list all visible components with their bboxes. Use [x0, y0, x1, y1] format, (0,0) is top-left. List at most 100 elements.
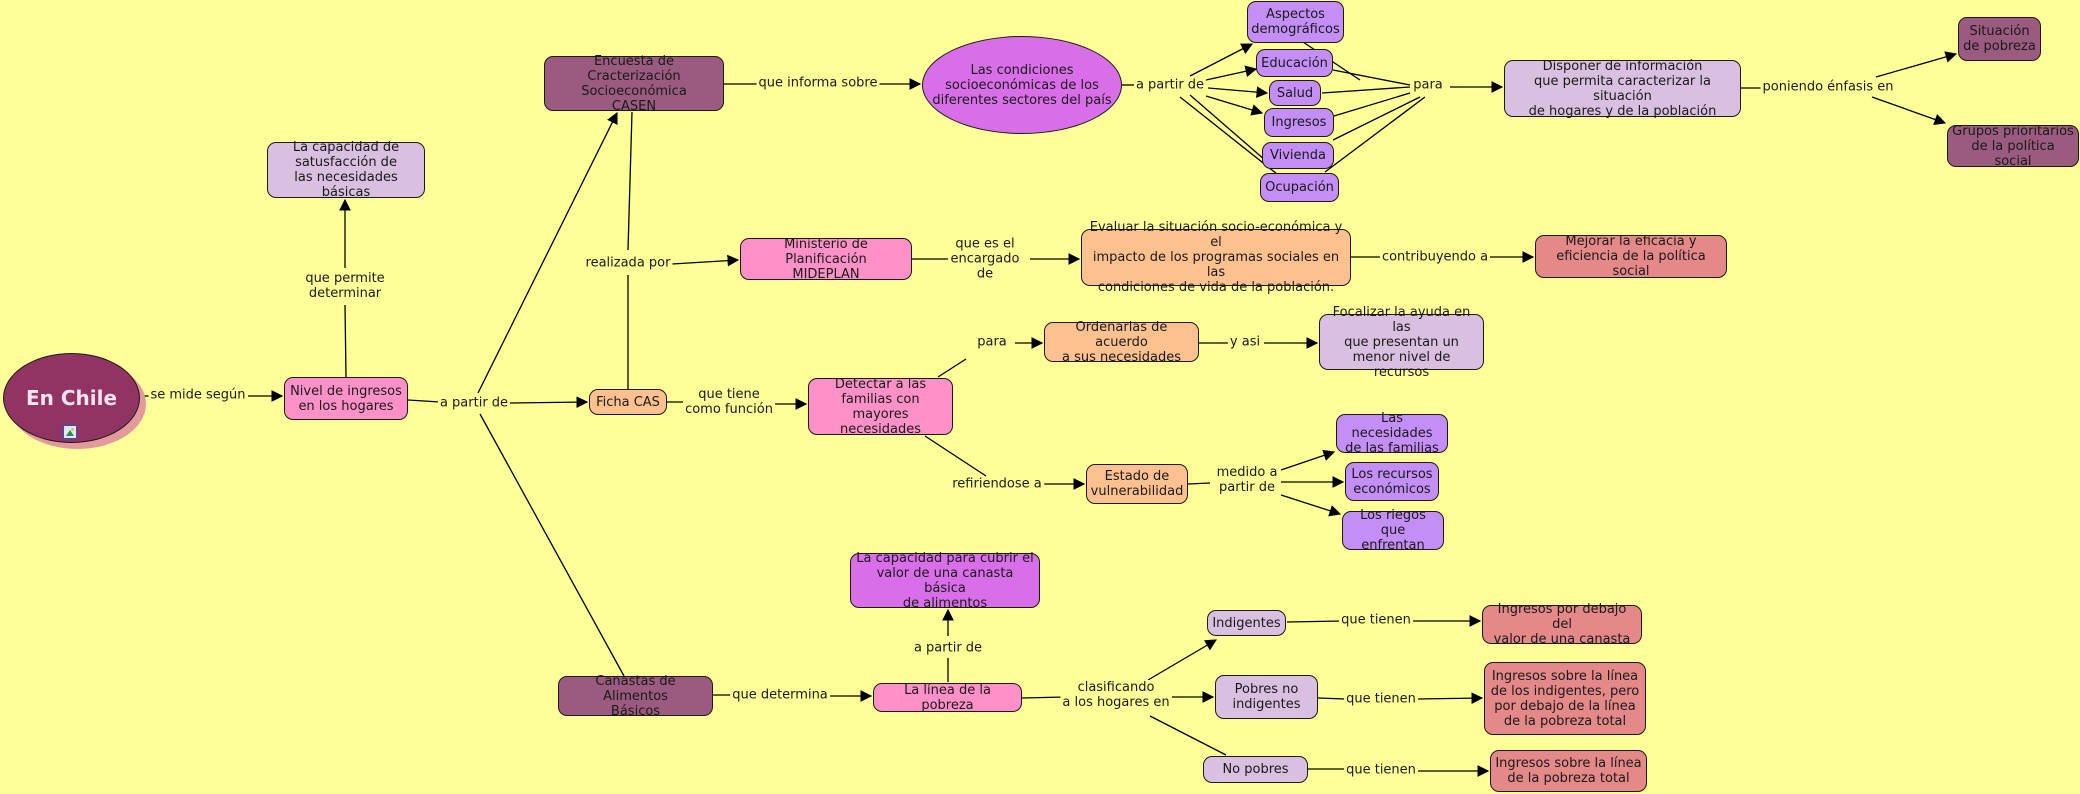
link-label-contribuyendo-a[interactable]: contribuyendo a — [1379, 249, 1491, 265]
link-label-a-partir-de[interactable]: a partir de — [911, 640, 985, 656]
link-label-que-permite-determinar[interactable]: que permite determinar — [303, 271, 387, 301]
node-label: Ingresos sobre la línea de los indigente… — [1490, 668, 1640, 729]
link-label-realizada-por[interactable]: realizada por — [583, 255, 673, 271]
node-indigentes[interactable]: Indigentes — [1207, 610, 1286, 636]
node-label: Encuesta de Cracterización Socioeconómic… — [581, 53, 687, 114]
node-ingresos-sobre-indigentes[interactable]: Ingresos sobre la línea de los indigente… — [1484, 662, 1646, 735]
node-label: Ordenarlas de acuerdo a sus necesidades — [1061, 319, 1182, 365]
link-line — [924, 435, 987, 477]
link-line — [1332, 96, 1421, 141]
link-label-a-partir-de[interactable]: a partir de — [1133, 77, 1207, 93]
link-label-refiriendose-a[interactable]: refiriendose a — [950, 476, 1044, 492]
node-ficha-cas[interactable]: Ficha CAS — [589, 389, 667, 415]
node-focalizar[interactable]: Focalizar la ayuda en las que presentan … — [1319, 305, 1484, 380]
link-arrow — [1875, 51, 1958, 78]
link-arrow — [1871, 96, 1947, 125]
root-node-label: En Chile — [25, 385, 118, 410]
node-label: La capacidad de satusfacción de las nece… — [292, 140, 400, 200]
link-label-que-informa-sobre[interactable]: que informa sobre — [756, 75, 880, 91]
link-arrow — [1189, 43, 1254, 77]
node-label: Las necesidades de las familias — [1345, 411, 1439, 456]
node-no-pobres[interactable]: No pobres — [1203, 756, 1308, 783]
node-ocupacion[interactable]: Ocupación — [1260, 173, 1339, 202]
node-detectar[interactable]: Detectar a las familias con mayores nece… — [808, 376, 953, 437]
node-label: Ingresos por debajo del valor de una can… — [1493, 602, 1631, 647]
node-label: Grupos prioritarios de la política socia… — [1952, 123, 2074, 169]
node-riegos[interactable]: Los riegos que enfrentan — [1342, 508, 1444, 553]
link-line — [1317, 697, 1346, 700]
link-line — [1332, 69, 1411, 86]
node-ingresos[interactable]: Ingresos — [1264, 108, 1334, 137]
link-line — [479, 413, 625, 677]
node-condiciones[interactable]: Las condiciones socioeconómicas de los d… — [922, 36, 1122, 134]
node-canastas[interactable]: Canastas de Alimentos Básicos — [558, 674, 713, 719]
link-arrow — [1207, 86, 1269, 98]
node-label: Los recursos económicos — [1351, 466, 1433, 497]
node-pobres-no-indigentes[interactable]: Pobres no indigentes — [1215, 675, 1318, 719]
node-grupos-prioritarios[interactable]: Grupos prioritarios de la política socia… — [1947, 123, 2079, 169]
node-label: Nivel de ingresos en los hogares — [290, 383, 402, 414]
node-recursos-economicos[interactable]: Los recursos económicos — [1345, 462, 1439, 501]
link-label-para[interactable]: para — [1411, 77, 1445, 93]
image-attachment-icon[interactable] — [63, 425, 77, 439]
link-label-que-determina[interactable]: que determina — [730, 687, 830, 703]
link-label-que-tiene-funcion[interactable]: que tiene como función — [683, 387, 775, 417]
node-label: Vivienda — [1270, 148, 1326, 163]
node-label: Pobres no indigentes — [1232, 682, 1301, 712]
link-label-y-asi[interactable]: y asi — [1227, 334, 1263, 350]
link-label-clasificando[interactable]: clasificando a los hogares en — [1060, 680, 1172, 710]
link-line — [1286, 620, 1343, 623]
node-mejorar[interactable]: Mejorar la eficacia y eficiencia de la p… — [1535, 234, 1727, 279]
node-label: Detectar a las familias con mayores nece… — [834, 376, 927, 437]
node-salud[interactable]: Salud — [1269, 80, 1321, 106]
link-arrow — [1280, 449, 1336, 471]
node-label: Focalizar la ayuda en las que presentan … — [1332, 304, 1471, 380]
node-label: Aspectos demográficos — [1251, 7, 1340, 37]
node-estado-vulnerabilidad[interactable]: Estado de vulnerabilidad — [1086, 464, 1188, 504]
link-label-que-tienen[interactable]: que tienen — [1344, 691, 1418, 707]
link-label-medido-a-partir[interactable]: medido a partir de — [1214, 465, 1280, 495]
node-ingresos-debajo[interactable]: Ingresos por debajo del valor de una can… — [1482, 602, 1642, 647]
link-label-que-es-encargado[interactable]: que es el encargado de — [948, 236, 1022, 282]
link-line — [344, 304, 347, 378]
node-nivel-ingresos[interactable]: Nivel de ingresos en los hogares — [284, 377, 408, 420]
node-label: Educación — [1261, 55, 1328, 71]
node-evaluar[interactable]: Evaluar la situación socio-económica y e… — [1081, 220, 1351, 295]
node-educacion[interactable]: Educación — [1256, 49, 1333, 77]
link-line — [1179, 96, 1278, 175]
node-aspectos[interactable]: Aspectos demográficos — [1247, 1, 1344, 43]
link-line — [1189, 94, 1266, 161]
node-necesidades-familias[interactable]: Las necesidades de las familias — [1336, 411, 1448, 456]
node-label: Evaluar la situación socio-económica y e… — [1089, 220, 1343, 295]
node-casen[interactable]: Encuesta de Cracterización Socioeconómic… — [544, 53, 724, 114]
link-label-que-tienen[interactable]: que tienen — [1339, 612, 1413, 628]
link-line — [1021, 696, 1066, 699]
link-line — [627, 111, 633, 251]
node-label: Disponer de información que permita cara… — [1528, 58, 1717, 119]
node-label: Ingresos sobre la línea de la pobreza to… — [1495, 756, 1642, 786]
node-linea-pobreza[interactable]: La línea de la pobreza — [873, 683, 1022, 713]
link-label-para[interactable]: para — [975, 334, 1009, 350]
link-label-se-mide-segun[interactable]: se mide según — [148, 387, 248, 403]
node-capacidad-canasta[interactable]: La capacidad para cubrir el valor de una… — [850, 551, 1040, 611]
link-line — [1333, 92, 1411, 117]
node-disponer[interactable]: Disponer de información que permita cara… — [1504, 58, 1741, 119]
node-label: Las condiciones socioeconómicas de los d… — [932, 62, 1112, 108]
link-line — [1149, 715, 1227, 756]
node-ministerio[interactable]: Ministerio de Planificación MIDEPLAN — [740, 237, 912, 282]
link-line — [937, 358, 967, 378]
node-label: Salud — [1276, 85, 1314, 101]
link-label-poniendo-enfasis[interactable]: poniendo énfasis en — [1760, 79, 1896, 95]
node-capacidad-satisfaccion[interactable]: La capacidad de satusfacción de las nece… — [267, 140, 425, 200]
link-line — [1321, 86, 1411, 94]
node-label: Estado de vulnerabilidad — [1090, 469, 1184, 499]
node-label: Ocupación — [1265, 180, 1334, 195]
node-label: Mejorar la eficacia y eficiencia de la p… — [1556, 234, 1706, 279]
node-ingresos-sobre-total[interactable]: Ingresos sobre la línea de la pobreza to… — [1490, 750, 1647, 792]
link-label-que-tienen[interactable]: que tienen — [1344, 762, 1418, 778]
node-vivienda[interactable]: Vivienda — [1262, 142, 1334, 169]
node-situacion-pobreza[interactable]: Situación de pobreza — [1958, 17, 2041, 61]
node-ordenarlas[interactable]: Ordenarlas de acuerdo a sus necesidades — [1044, 319, 1199, 365]
link-label-a-partir-de[interactable]: a partir de — [437, 395, 511, 411]
